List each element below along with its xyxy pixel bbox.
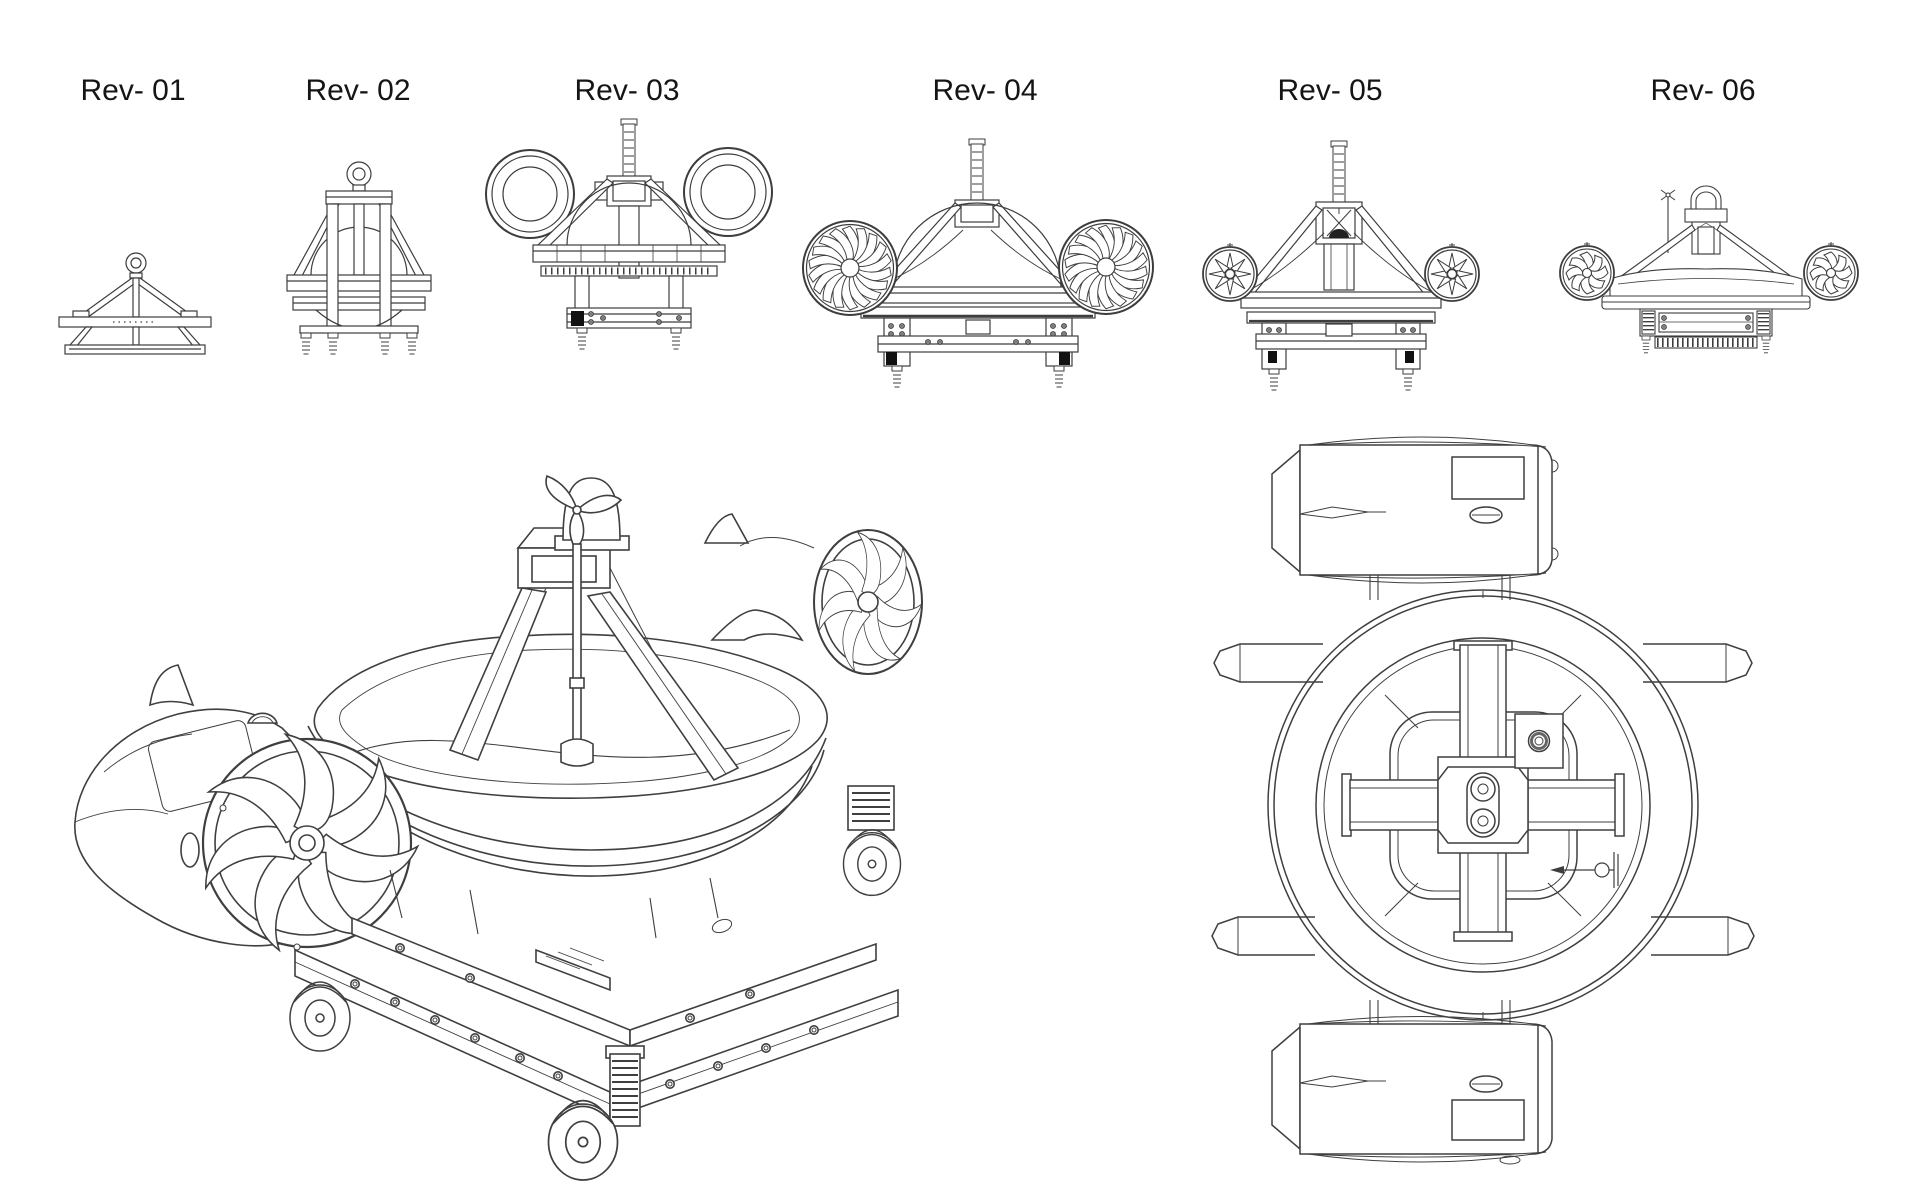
rev-01-frame — [58, 252, 212, 355]
top-probe-detail — [1550, 852, 1619, 888]
rev-04-frame — [877, 317, 1079, 388]
rev-06-body — [1601, 185, 1811, 310]
top-nacelle-lower — [1271, 1000, 1553, 1165]
rev-02-structure — [286, 161, 432, 355]
rev-01-drawing — [55, 250, 215, 362]
top-rail-stubs — [1211, 643, 1755, 956]
rev-03-body — [532, 118, 726, 279]
top-view-drawing — [1180, 372, 1920, 1200]
rev-06-drawing — [1558, 183, 1860, 365]
isometric-view-drawing — [50, 378, 950, 1193]
iso-thruster-left — [74, 664, 422, 953]
top-center-hub — [1437, 756, 1529, 854]
rev-06-frame — [1639, 308, 1773, 354]
iso-thruster-right — [703, 513, 924, 675]
rev-05-thruster-left — [1202, 243, 1258, 302]
top-sensor-box — [1514, 713, 1564, 769]
rev-04-drawing — [798, 138, 1158, 400]
rev-02-label: Rev- 02 — [305, 74, 411, 107]
rev-02-drawing — [284, 158, 434, 355]
rev-03-duct-ring-right — [683, 147, 773, 237]
rev-01-label: Rev- 01 — [80, 74, 186, 107]
iso-top-propeller — [545, 474, 623, 550]
rev-06-label: Rev- 06 — [1650, 74, 1756, 107]
rev-04-label: Rev- 04 — [932, 74, 1038, 107]
rev-03-drawing — [483, 118, 775, 353]
rev-03-duct-ring-left — [485, 149, 575, 239]
top-nacelle-upper — [1271, 436, 1559, 600]
rev-03-label: Rev- 03 — [574, 74, 680, 107]
rev-03-frame — [566, 275, 692, 350]
rev-04-thruster-left — [802, 220, 898, 316]
iso-sled-frame — [294, 785, 899, 1127]
rev-06-thruster-right — [1803, 242, 1859, 301]
rev-04-thruster-right — [1058, 219, 1154, 315]
rev-06-thruster-left — [1559, 242, 1615, 301]
rev-05-body — [1240, 140, 1442, 324]
iso-tower — [448, 474, 740, 782]
rev-05-label: Rev- 05 — [1277, 74, 1383, 107]
rev-05-thruster-right — [1424, 243, 1480, 302]
rev-05-drawing — [1198, 138, 1484, 404]
rev-05-frame — [1255, 322, 1427, 391]
